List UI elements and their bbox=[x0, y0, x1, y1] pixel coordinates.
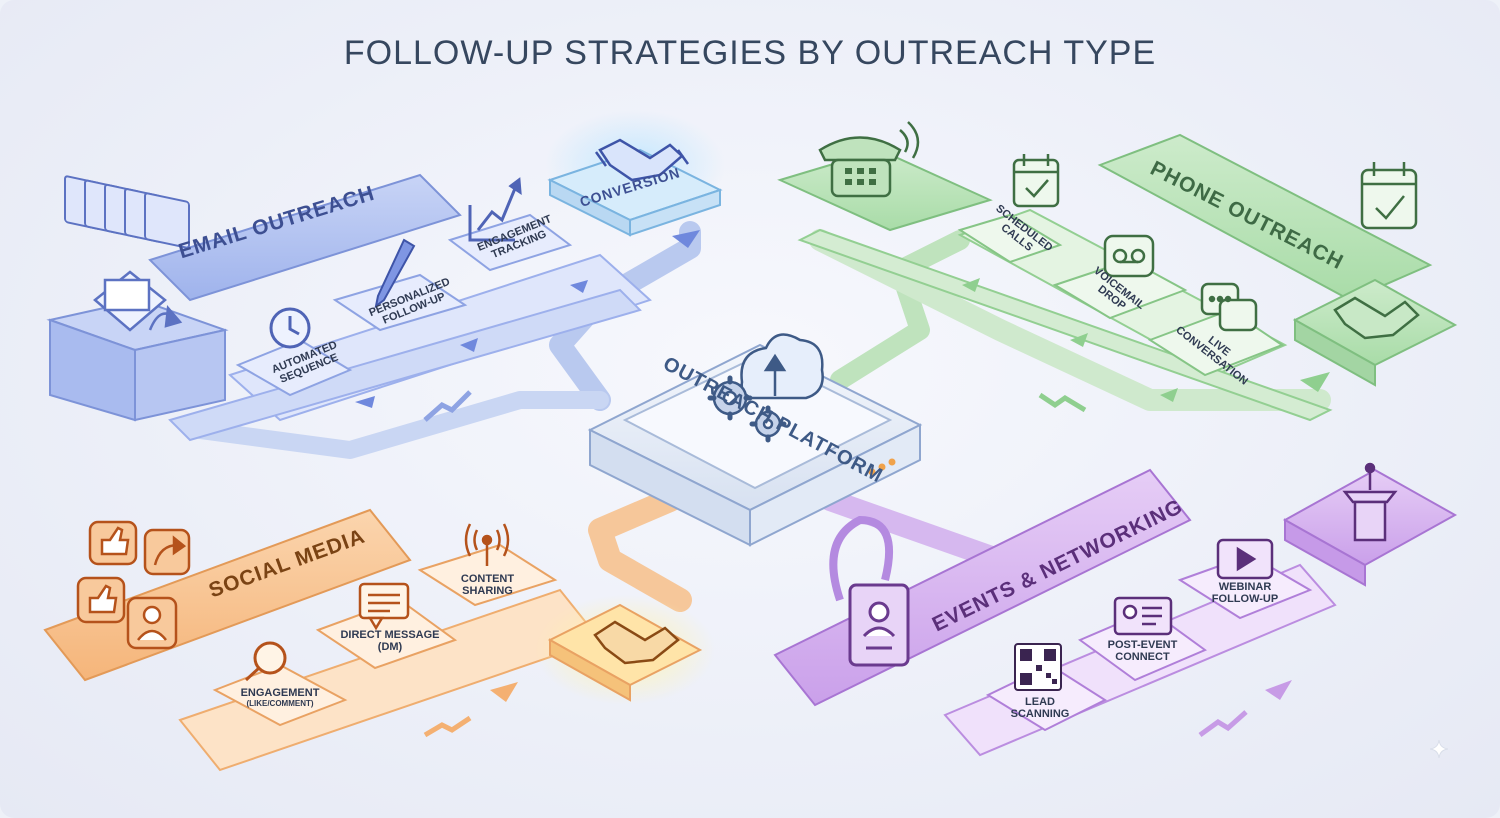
events-flow-arrows bbox=[1198, 680, 1292, 738]
handshake-icon-social bbox=[593, 620, 680, 665]
calendar-check-icon-2 bbox=[1360, 162, 1418, 230]
social-group bbox=[43, 508, 715, 772]
email-block-right bbox=[134, 328, 226, 422]
hub-led-2 bbox=[878, 463, 886, 471]
phone-lower-track bbox=[809, 229, 1331, 411]
phone-track bbox=[830, 230, 970, 390]
phone-group bbox=[777, 121, 1458, 422]
social-step-2-label: DIRECT MESSAGE (DM) bbox=[340, 629, 440, 653]
events-track bbox=[819, 489, 1011, 571]
social-step-1-label: ENGAGEMENT (LIKE/COMMENT) bbox=[230, 687, 330, 708]
cloud-upload-icon bbox=[740, 333, 824, 400]
social-flow-arrows bbox=[423, 682, 518, 738]
social-goal-tile-side bbox=[549, 638, 631, 702]
desk-phone-icon bbox=[818, 121, 920, 198]
voicemail-icon bbox=[1103, 234, 1155, 278]
phone-step-tile-1 bbox=[957, 213, 1063, 264]
email-lower-tray bbox=[168, 288, 642, 442]
page-title: FOLLOW-UP STRATEGIES BY OUTREACH TYPE bbox=[343, 34, 1157, 72]
contact-card-icon bbox=[1113, 596, 1173, 636]
calendar-check-icon bbox=[1012, 154, 1060, 208]
email-step-tile-1 bbox=[235, 338, 353, 397]
qr-code-icon bbox=[1014, 643, 1062, 691]
profile-icon bbox=[126, 596, 178, 650]
social-step-1-note: (LIKE/COMMENT) bbox=[246, 698, 314, 708]
open-envelope-icon bbox=[93, 270, 183, 332]
thumbs-up-icon bbox=[88, 520, 138, 566]
email-group bbox=[46, 110, 725, 442]
thumbs-up-icon-2 bbox=[76, 576, 126, 624]
handshake-icon bbox=[594, 138, 690, 182]
message-icon bbox=[358, 582, 410, 631]
trend-chart-icon bbox=[468, 177, 522, 242]
phone-flow-arrows bbox=[962, 278, 1330, 413]
chat-bubbles-icon bbox=[1200, 282, 1258, 332]
email-step-tile-3 bbox=[447, 213, 573, 272]
events-goal-tile-side bbox=[1284, 518, 1366, 587]
events-step-2-label: POST-EVENT CONNECT bbox=[1107, 639, 1178, 663]
share-icon bbox=[143, 528, 191, 576]
sparkle-icon bbox=[1430, 740, 1448, 758]
phone-lower-tray bbox=[797, 228, 1333, 422]
podium-icon bbox=[1342, 462, 1398, 542]
social-step-tile-3 bbox=[417, 543, 558, 607]
clock-icon bbox=[269, 307, 311, 349]
hub-right bbox=[749, 423, 921, 547]
social-step-3-label: CONTENT SHARING bbox=[460, 573, 515, 597]
social-step-1-text: ENGAGEMENT bbox=[240, 687, 320, 699]
events-step-1-label: LEAD SCANNING bbox=[1010, 696, 1070, 720]
phone-banner bbox=[1097, 133, 1433, 302]
events-step-3-label: WEBINAR FOLLOW-UP bbox=[1211, 581, 1279, 605]
conversion-tile-side-right bbox=[629, 188, 721, 237]
hub-group bbox=[587, 333, 923, 547]
email-return-track bbox=[191, 391, 609, 459]
email-banner bbox=[148, 173, 462, 302]
gears-icon bbox=[707, 375, 787, 443]
email-flow-arrows bbox=[355, 230, 700, 422]
events-group bbox=[773, 462, 1458, 757]
handshake-icon-phone bbox=[1333, 296, 1420, 340]
hub-led-3 bbox=[888, 458, 896, 466]
magnifier-icon bbox=[244, 641, 287, 682]
social-track bbox=[588, 488, 692, 612]
pen-icon bbox=[374, 238, 416, 309]
badge-lanyard-icon bbox=[829, 515, 910, 667]
envelope-stack-icon bbox=[64, 175, 190, 249]
video-play-icon bbox=[1216, 538, 1274, 580]
phone-goal-tile-side bbox=[1294, 318, 1376, 387]
hub-led-1 bbox=[868, 468, 876, 476]
broadcast-icon bbox=[464, 523, 510, 566]
